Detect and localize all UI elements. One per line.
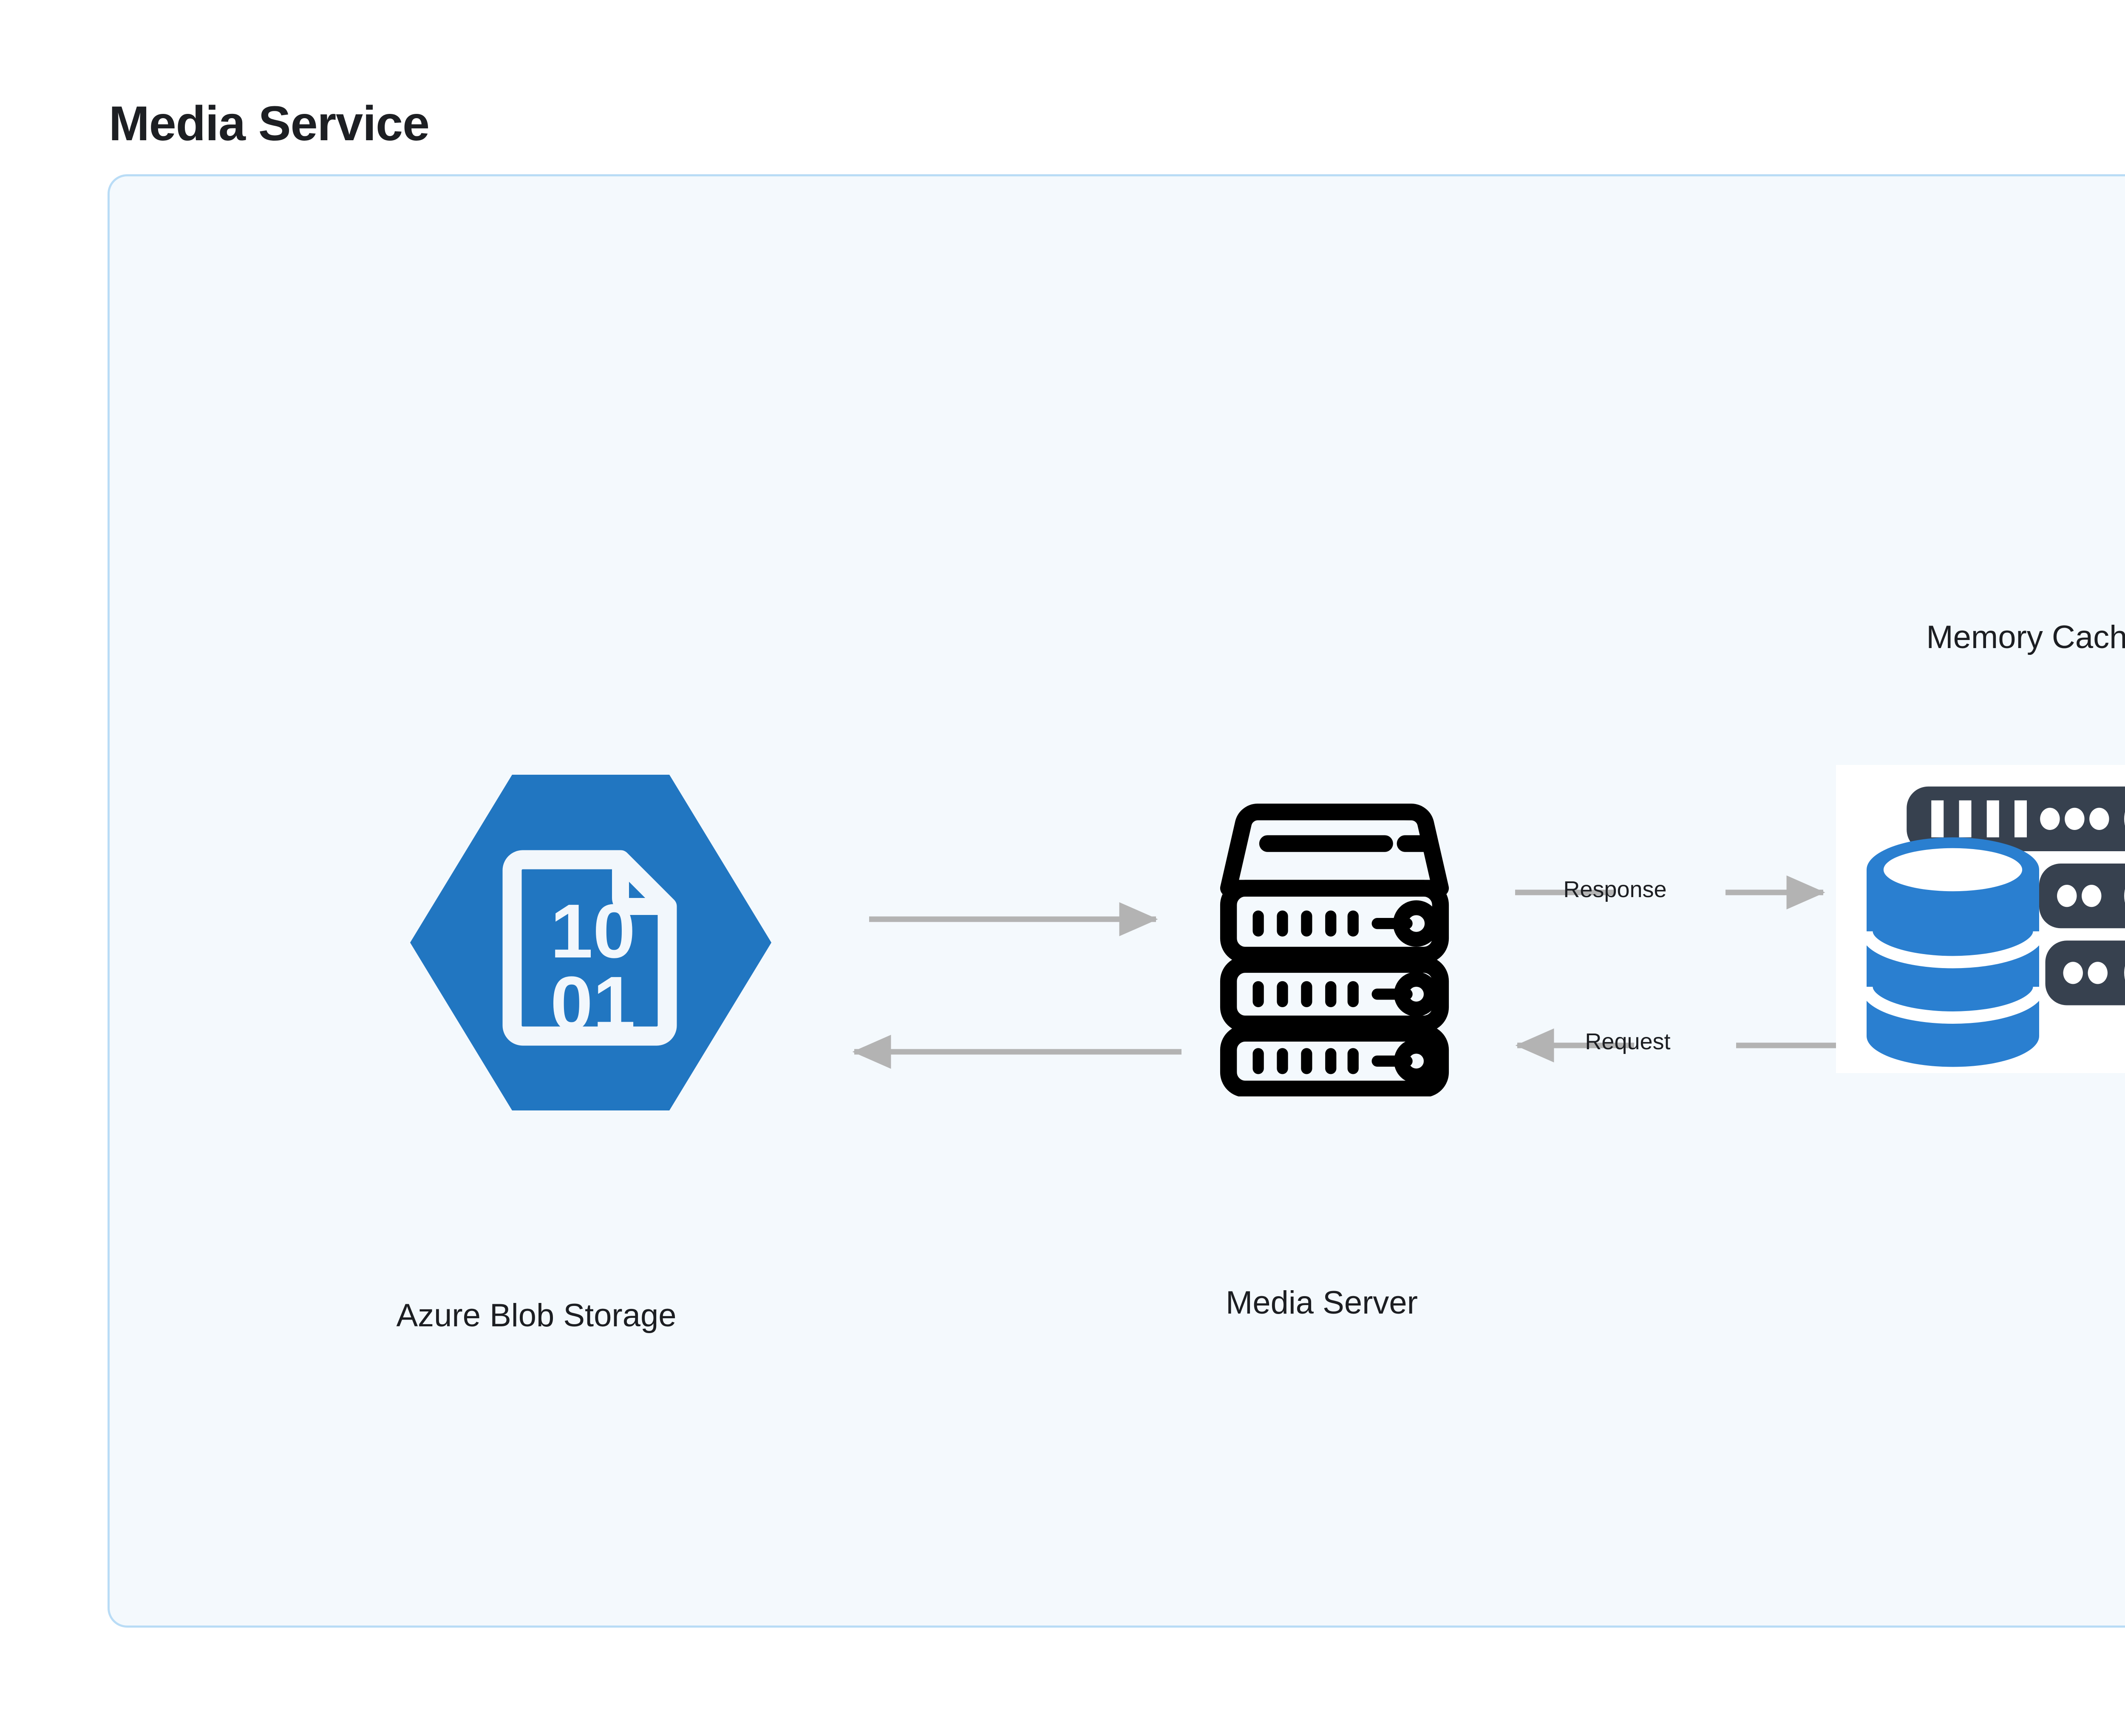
node-label-memory-cache: Memory Cache: [1926, 619, 2125, 655]
azure-blob-storage-icon: 10 01: [410, 775, 771, 1110]
media-server-icon: [1186, 799, 1483, 1096]
page-title: Media Service: [109, 96, 430, 151]
edge-label-response: Response: [1563, 877, 1667, 902]
node-label-media-server: Media Server: [1226, 1285, 1418, 1321]
svg-text:01: 01: [550, 961, 635, 1046]
memory-cache-icon: [1836, 765, 2125, 1073]
node-label-azure-blob-storage: Azure Blob Storage: [396, 1297, 677, 1334]
svg-text:10: 10: [550, 889, 635, 974]
edge-label-request: Request: [1585, 1029, 1671, 1054]
